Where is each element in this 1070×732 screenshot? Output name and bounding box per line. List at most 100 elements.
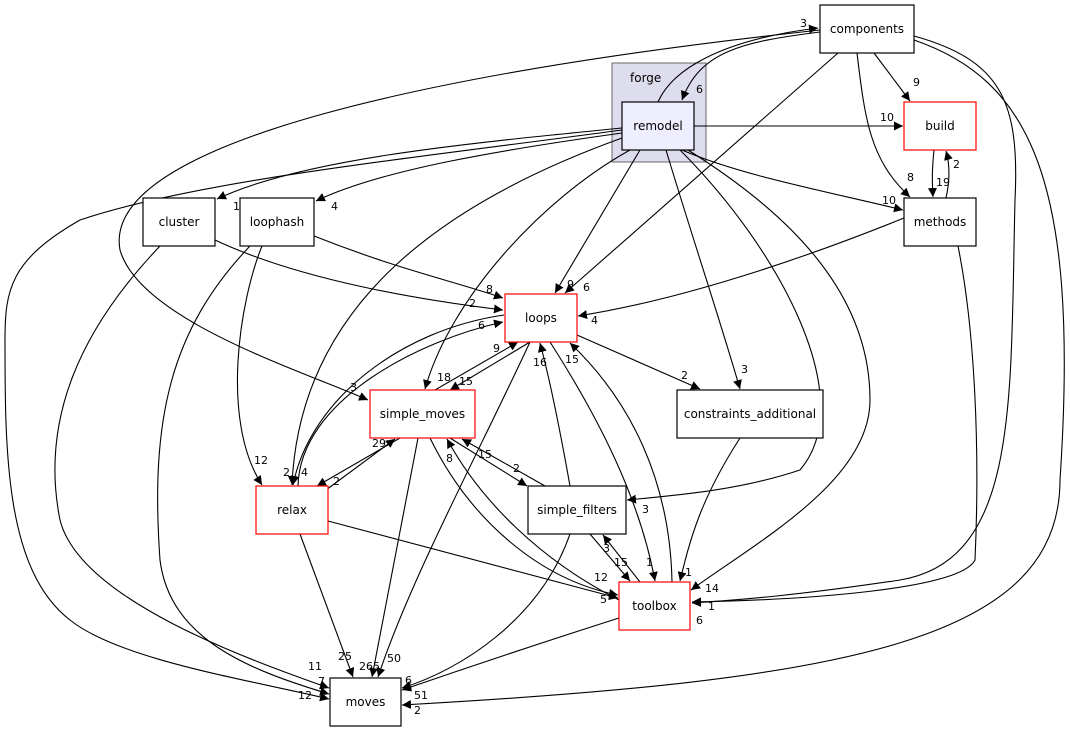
node-components[interactable]: components	[819, 4, 915, 54]
edge-loophash-to-moves[interactable]	[157, 245, 330, 696]
edge-count-simple_filters-to-loops[interactable]: 16	[533, 356, 547, 369]
edge-simple_filters-to-toolbox[interactable]	[589, 533, 631, 582]
edge-remodel-to-constraints_additional[interactable]	[665, 149, 742, 390]
edge-count-components-to-simple_moves[interactable]: 3	[350, 381, 357, 394]
edge-toolbox-to-loops[interactable]	[569, 342, 673, 583]
edge-loops-to-simple_moves[interactable]	[449, 341, 531, 391]
edge-relax-to-moves[interactable]	[299, 533, 355, 678]
edge-simple_moves-to-relax[interactable]	[316, 437, 401, 487]
edge-remodel-to-components[interactable]	[657, 24, 819, 103]
node-simple-filters[interactable]: simple_filters	[527, 485, 627, 535]
edge-count-toolbox-to-loops[interactable]: 15	[565, 353, 579, 366]
node-constraints-additional[interactable]: constraints_additional	[676, 389, 824, 439]
edge-cluster-to-moves[interactable]	[54, 245, 330, 690]
edge-methods-to-build[interactable]	[944, 150, 953, 199]
edge-remodel-to-loophash[interactable]	[315, 132, 623, 202]
edge-count-simple_moves-to-toolbox[interactable]: 12	[594, 571, 608, 584]
edge-simple_filters-to-moves[interactable]	[401, 533, 571, 690]
edge-count-components-to-methods[interactable]: 8	[907, 171, 914, 184]
edge-toolbox-to-simple_moves[interactable]	[446, 438, 620, 601]
edge-components-to-moves[interactable]	[401, 39, 1065, 709]
edge-simple_filters-to-simple_moves[interactable]	[461, 438, 546, 487]
node-remodel[interactable]: remodel	[621, 101, 695, 151]
node-toolbox[interactable]: toolbox	[618, 581, 691, 631]
edge-relax-to-toolbox[interactable]	[327, 520, 619, 601]
edge-count-methods-to-build[interactable]: 2	[953, 158, 960, 171]
edge-count-relax-to-moves[interactable]: 25	[338, 650, 352, 663]
edge-count-remodel-to-cluster[interactable]: 1	[233, 200, 240, 213]
edge-count-simple_moves-to-moves[interactable]: 265	[359, 660, 380, 673]
edge-relax-to-loops[interactable]	[297, 319, 504, 487]
edge-simple_moves-to-toolbox[interactable]	[429, 437, 619, 598]
edge-remodel-to-simple_filters[interactable]	[626, 149, 822, 504]
edge-loops-to-relax[interactable]	[290, 314, 505, 486]
edge-count-methods-to-toolbox[interactable]: 6	[696, 614, 703, 627]
node-simple-moves[interactable]: simple_moves	[369, 389, 476, 439]
edge-count-components-to-moves[interactable]: 2	[414, 704, 421, 717]
edge-count-remodel-to-simple_filters[interactable]: 3	[642, 503, 649, 516]
edge-count-simple_filters-to-moves[interactable]: 6	[405, 674, 412, 687]
edge-loophash-to-relax[interactable]	[236, 245, 263, 486]
node-build[interactable]: build	[903, 101, 977, 151]
edge-count-relax-to-loops[interactable]: 6	[478, 319, 485, 332]
edge-remodel-to-relax[interactable]	[287, 137, 623, 486]
edge-count-remodel-to-methods[interactable]: 10	[882, 194, 896, 207]
edge-relax-to-simple_moves[interactable]	[325, 438, 396, 491]
edge-cluster-to-loops[interactable]	[214, 239, 504, 314]
edge-remodel-to-simple_moves[interactable]	[423, 149, 631, 390]
edge-count-toolbox-to-simple_moves[interactable]: 8	[446, 452, 453, 465]
node-loops[interactable]: loops	[504, 293, 578, 343]
edge-count-loophash-to-loops[interactable]: 8	[486, 283, 493, 296]
edge-loops-to-moves[interactable]	[376, 341, 531, 678]
edge-count-simple_moves-to-loops[interactable]: 9	[493, 342, 500, 355]
edge-count-remodel-to-loophash[interactable]: 4	[331, 200, 338, 213]
edge-count-loops-to-toolbox[interactable]: 1	[646, 556, 653, 569]
node-loophash[interactable]: loophash	[239, 197, 315, 247]
edge-count-simple_filters-to-toolbox[interactable]: 15	[614, 556, 628, 569]
edge-toolbox-to-moves[interactable]	[401, 617, 620, 692]
edge-count-build-to-methods[interactable]: 19	[936, 176, 950, 189]
edge-count-components-to-toolbox[interactable]: 1	[708, 600, 715, 613]
edge-count-remodel-to-toolbox[interactable]: 14	[705, 582, 719, 595]
edge-components-to-simple_moves[interactable]	[118, 29, 821, 401]
edge-count-remodel-to-constraints_additional[interactable]: 3	[741, 363, 748, 376]
edge-loops-to-constraints_additional[interactable]	[576, 334, 701, 390]
edge-count-simple_moves-to-simple_filters[interactable]: 2	[513, 462, 520, 475]
edge-count-loops-to-simple_moves[interactable]: 15	[459, 375, 473, 388]
edge-count-relax-to-simple_moves[interactable]: 29	[372, 437, 386, 450]
edge-toolbox-to-simple_filters[interactable]	[602, 534, 641, 583]
edge-loops-to-toolbox[interactable]	[549, 341, 658, 582]
edge-count-cluster-to-moves[interactable]: 11	[308, 660, 322, 673]
edge-components-to-toolbox[interactable]	[691, 35, 1017, 607]
edge-count-constraints_additional-to-toolbox[interactable]: 1	[685, 566, 692, 579]
edge-components-to-methods[interactable]	[856, 52, 911, 198]
node-cluster[interactable]: cluster	[142, 197, 216, 247]
edge-count-remodel-to-build[interactable]: 10	[880, 111, 894, 124]
edge-remodel-to-toolbox[interactable]	[687, 149, 871, 591]
edge-remodel-to-moves[interactable]	[4, 129, 623, 702]
edge-count-remodel-to-simple_moves[interactable]: 18	[437, 371, 451, 384]
edge-remodel-to-loops[interactable]	[554, 149, 641, 294]
node-relax[interactable]: relax	[255, 485, 329, 535]
edge-simple_filters-to-loops[interactable]	[538, 342, 571, 487]
edge-count-methods-to-loops[interactable]: 4	[591, 314, 598, 327]
edge-components-to-build[interactable]	[873, 52, 911, 102]
edge-constraints_additional-to-toolbox[interactable]	[677, 437, 741, 582]
edge-count-loops-to-constraints_additional[interactable]: 2	[681, 369, 688, 382]
edge-count-loophash-to-moves[interactable]: 7	[318, 675, 325, 688]
edge-count-relax-to-toolbox[interactable]: 5	[600, 593, 607, 606]
edge-methods-to-loops[interactable]	[577, 217, 905, 320]
edge-count-remodel-to-relax[interactable]: 2	[283, 466, 290, 479]
edge-components-to-remodel[interactable]	[680, 31, 821, 101]
edge-remodel-to-methods[interactable]	[681, 149, 904, 213]
edge-simple_moves-to-moves[interactable]	[369, 437, 419, 678]
node-moves[interactable]: moves	[329, 677, 402, 727]
edge-count-remodel-to-components[interactable]: 3	[800, 17, 807, 30]
edge-count-toolbox-to-moves[interactable]: 51	[414, 689, 428, 702]
edge-count-components-to-remodel[interactable]: 6	[696, 83, 703, 96]
edge-count-simple_filters-to-simple_moves[interactable]: 15	[478, 448, 492, 461]
edge-remodel-to-cluster[interactable]	[216, 127, 623, 200]
edge-count-toolbox-to-simple_filters[interactable]: 3	[603, 542, 610, 555]
edge-count-loops-to-relax[interactable]: 4	[301, 466, 308, 479]
edge-count-cluster-to-loops[interactable]: 2	[469, 297, 476, 310]
